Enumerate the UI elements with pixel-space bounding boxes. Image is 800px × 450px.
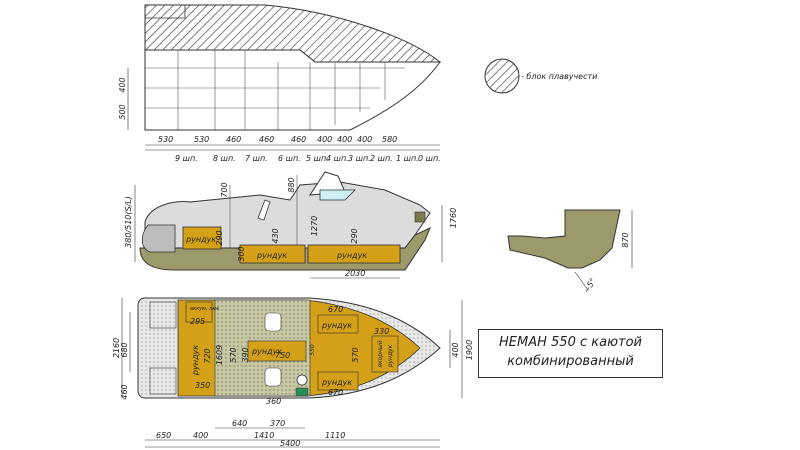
plan-dim: 570 (351, 347, 360, 362)
buoyancy-block-symbol (484, 58, 520, 94)
center-label: 550 (309, 344, 316, 356)
side-dim-height: 380/510(S/L) (124, 196, 133, 248)
plan-locker-label: рундук (321, 321, 352, 330)
station-width: 400 (337, 135, 352, 144)
plan-dim-bottom: 370 (270, 419, 285, 428)
title-model: НЕМАН 550 с каютой (499, 335, 642, 350)
plan-locker-label: рундук (321, 378, 352, 387)
station-width: 460 (291, 135, 306, 144)
station-label: 7 шп. (245, 154, 268, 163)
plan-dim: 390 (241, 347, 250, 362)
side-locker-label: рундук (336, 251, 367, 260)
station-label: 5 шп. (306, 154, 329, 163)
plan-locker-label: рундук (191, 345, 200, 376)
station-label: 2 шп. (370, 154, 393, 163)
side-dim-total-height: 1760 (449, 208, 458, 228)
title-block: НЕМАН 550 с каютой комбинированный (478, 329, 663, 378)
plan-dim-right: 1900 (465, 340, 474, 360)
station-width: 400 (317, 135, 332, 144)
anchor-label: якорный (377, 340, 384, 367)
plan-dim-left: 680 (120, 342, 129, 357)
top-height-400: 400 (118, 77, 127, 92)
station-label: 8 шп. (213, 154, 236, 163)
side-view: рундук рундук рундук 380/510(S/L) 700 88… (124, 171, 458, 279)
station-label: 6 шп. (278, 154, 301, 163)
side-locker-label: рундук (185, 235, 216, 244)
side-locker-label: рундук (256, 251, 287, 260)
station-label: 4 шп. (326, 154, 349, 163)
plan-dim: 360 (266, 397, 281, 406)
plan-dim: 295 (190, 317, 205, 326)
side-dim: 700 (220, 182, 229, 197)
hull-top-body (144, 49, 441, 131)
plan-dim-bottom: 650 (156, 431, 171, 440)
plan-view: аккум. люк рундук рундук 750 рундук рунд… (112, 297, 474, 448)
transom-shape (507, 209, 621, 269)
transom-view: 870 ~5° (507, 209, 633, 295)
plan-dim-left: 460 (120, 384, 129, 399)
plan-dim: 750 (275, 351, 290, 360)
station-label: 3 шп. (348, 154, 371, 163)
station-width: 530 (194, 135, 209, 144)
station-width: 530 (158, 135, 173, 144)
top-height-500: 500 (118, 104, 127, 119)
side-dim: 290 (215, 230, 224, 245)
top-view: 400 500 530 530 460 460 460 400 400 400 … (118, 4, 442, 163)
plan-total-length: 5400 (280, 439, 300, 448)
side-dim: 2030 (345, 269, 365, 278)
station-label: 9 шп. (175, 154, 198, 163)
plan-dim: 1609 (215, 345, 224, 365)
plan-dim: 330 (374, 327, 389, 336)
plan-locker-label: рундук (251, 347, 282, 356)
legend-label: - блок плавучести (521, 72, 597, 81)
transom-angle: ~5° (582, 277, 598, 295)
transom-height: 870 (621, 232, 630, 247)
plan-dim-bottom: 1110 (325, 431, 345, 440)
side-dim: 880 (287, 177, 296, 192)
station-width: 460 (226, 135, 241, 144)
plan-dim: 670 (328, 305, 343, 314)
plan-dim: 350 (195, 381, 210, 390)
station-width: 400 (357, 135, 372, 144)
side-dim: 430 (271, 228, 280, 243)
side-dim: 300 (237, 246, 246, 261)
station-label: 0 шп. (418, 154, 441, 163)
plan-dim-bottom: 1410 (254, 431, 274, 440)
small-box-label: аккум. люк (190, 306, 219, 312)
plan-dim-bottom: 400 (193, 431, 208, 440)
plan-dim-bottom: 640 (232, 419, 247, 428)
plan-locker-label: рундук (387, 344, 394, 368)
station-width: 460 (259, 135, 274, 144)
plan-dim: 670 (328, 388, 343, 397)
station-width: 580 (382, 135, 397, 144)
plan-dim: 570 (229, 347, 238, 362)
station-label: 1 шп. (396, 154, 419, 163)
plan-dim-left: 2160 (112, 338, 121, 358)
side-dim: 1270 (310, 216, 319, 236)
plan-dim-right: 400 (451, 342, 460, 357)
side-dim: 290 (350, 228, 359, 243)
legend: - блок плавучести (484, 58, 597, 94)
plan-dim: 720 (203, 348, 212, 363)
title-variant: комбинированный (507, 354, 634, 369)
